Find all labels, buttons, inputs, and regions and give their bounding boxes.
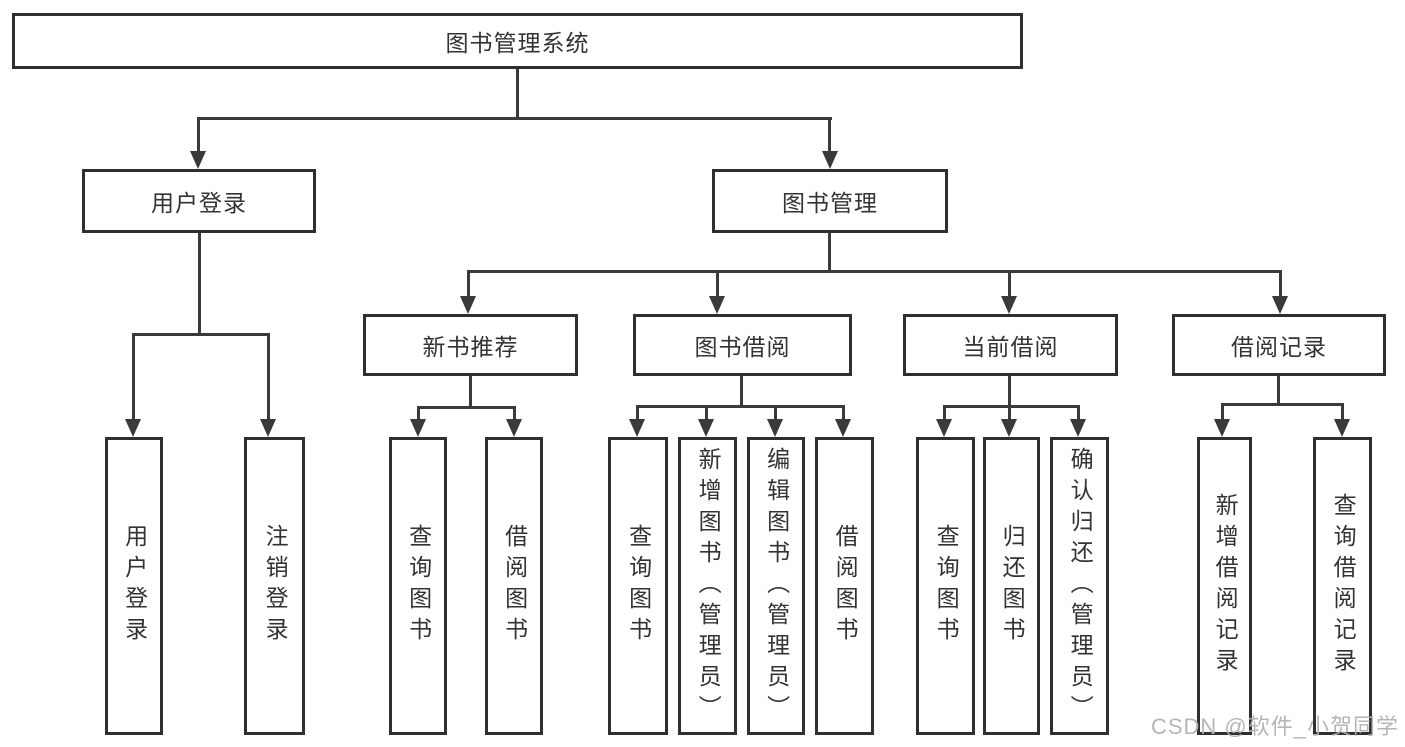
arrow-down-icon [629,419,645,437]
leaf-label: 查询借阅记录 [1330,493,1357,679]
node-label: 借阅记录 [1231,334,1327,360]
leaf-nb-query-books: 查询图书 [389,437,447,735]
connector-current-borrow-split [943,405,1080,408]
node-book-borrow: 图书借阅 [633,314,852,376]
node-label: 新书推荐 [422,334,519,360]
leaf-label: 查询图书 [625,524,652,648]
leaf-bb-borrow-books: 借阅图书 [815,437,874,735]
connector-book-management-stem [828,232,831,273]
arrow-down-icon [1001,296,1017,314]
connector-drop-user-login [197,117,200,153]
connector-current-borrow-stem [1008,375,1011,408]
arrow-down-icon [698,419,714,437]
leaf-logout: 注销登录 [244,437,305,735]
connector-book-borrow-stem [740,375,743,408]
arrow-down-icon [125,419,141,437]
leaf-label: 查询图书 [405,524,432,648]
node-label: 用户登录 [151,190,247,216]
arrow-down-icon [767,419,783,437]
connector-drop-leaf [636,405,639,421]
connector-drop-new-book [467,270,470,298]
leaf-label: 借阅图书 [501,524,528,648]
connector-drop-leaf [1008,405,1011,421]
arrow-down-icon [506,419,522,437]
leaf-label: 归还图书 [999,524,1026,648]
leaf-cb-confirm-return-admin: 确认归还（管理员） [1050,437,1109,735]
leaf-nb-borrow-books: 借阅图书 [485,437,543,735]
arrow-down-icon [190,151,206,169]
leaf-label: 确认归还（管理员） [1067,446,1094,726]
arrow-down-icon [936,419,952,437]
connector-drop-book-borrow [716,270,719,298]
node-book-management: 图书管理 [712,169,948,233]
node-new-book-recommend: 新书推荐 [363,314,578,376]
leaf-cb-query-books: 查询图书 [916,437,975,735]
leaf-br-query-record: 查询借阅记录 [1313,437,1372,735]
arrow-down-icon [709,296,725,314]
connector-user-login-split [132,333,270,336]
connector-drop-leaf [842,405,845,421]
connector-drop-leaf [267,333,270,419]
leaf-label: 编辑图书（管理员） [763,446,790,726]
leaf-label: 新增图书（管理员） [695,446,722,726]
connector-drop-leaf [705,405,708,421]
connector-drop-leaf [774,405,777,421]
arrow-down-icon [260,419,276,437]
connector-drop-leaf [943,405,946,421]
connector-book-borrow-split [636,405,845,408]
connector-drop-borrow-records [1279,270,1282,298]
node-user-login: 用户登录 [82,169,316,233]
leaf-label: 查询图书 [933,524,960,648]
connector-book-management-split [467,270,1282,273]
watermark: CSDN @软件_小贺同学 [1150,714,1399,739]
arrow-down-icon [1272,296,1288,314]
node-label: 图书借阅 [694,334,791,360]
connector-root-stem [516,69,519,119]
arrow-down-icon [1214,419,1230,437]
connector-drop-book-management [828,117,831,153]
connector-drop-leaf [132,333,135,419]
connector-new-book-split [417,406,516,409]
connector-drop-leaf [1077,405,1080,421]
connector-user-login-stem [198,232,201,335]
leaf-label: 注销登录 [262,524,289,648]
arrow-down-icon [822,151,838,169]
connector-drop-leaf [417,406,420,421]
node-label: 图书管理系统 [445,30,590,56]
leaf-cb-return-books: 归还图书 [983,437,1040,735]
leaf-bb-add-books-admin: 新增图书（管理员） [678,437,737,735]
node-label: 当前借阅 [962,334,1059,360]
leaf-bb-edit-books-admin: 编辑图书（管理员） [747,437,805,735]
leaf-label: 用户登录 [121,524,148,648]
node-borrow-records: 借阅记录 [1172,314,1386,376]
connector-new-book-stem [469,375,472,409]
node-root-library-management-system: 图书管理系统 [12,13,1023,69]
connector-borrow-records-split [1221,403,1344,406]
leaf-bb-query-books: 查询图书 [608,437,668,735]
arrow-down-icon [1070,419,1086,437]
leaf-label: 借阅图书 [832,524,859,648]
connector-drop-leaf [1341,403,1344,421]
node-label: 图书管理 [782,190,878,216]
connector-drop-leaf [1221,403,1224,421]
connector-borrow-records-stem [1277,375,1280,406]
arrow-down-icon [1001,419,1017,437]
connector-drop-leaf [513,406,516,421]
arrow-down-icon [835,419,851,437]
leaf-user-login: 用户登录 [105,437,163,735]
leaf-label: 新增借阅记录 [1212,493,1239,679]
node-current-borrow: 当前借阅 [903,314,1118,376]
arrow-down-icon [1334,419,1350,437]
arrow-down-icon [460,296,476,314]
leaf-br-add-record: 新增借阅记录 [1197,437,1252,735]
connector-root-split [197,117,832,120]
arrow-down-icon [410,419,426,437]
connector-drop-current-borrow [1008,270,1011,298]
